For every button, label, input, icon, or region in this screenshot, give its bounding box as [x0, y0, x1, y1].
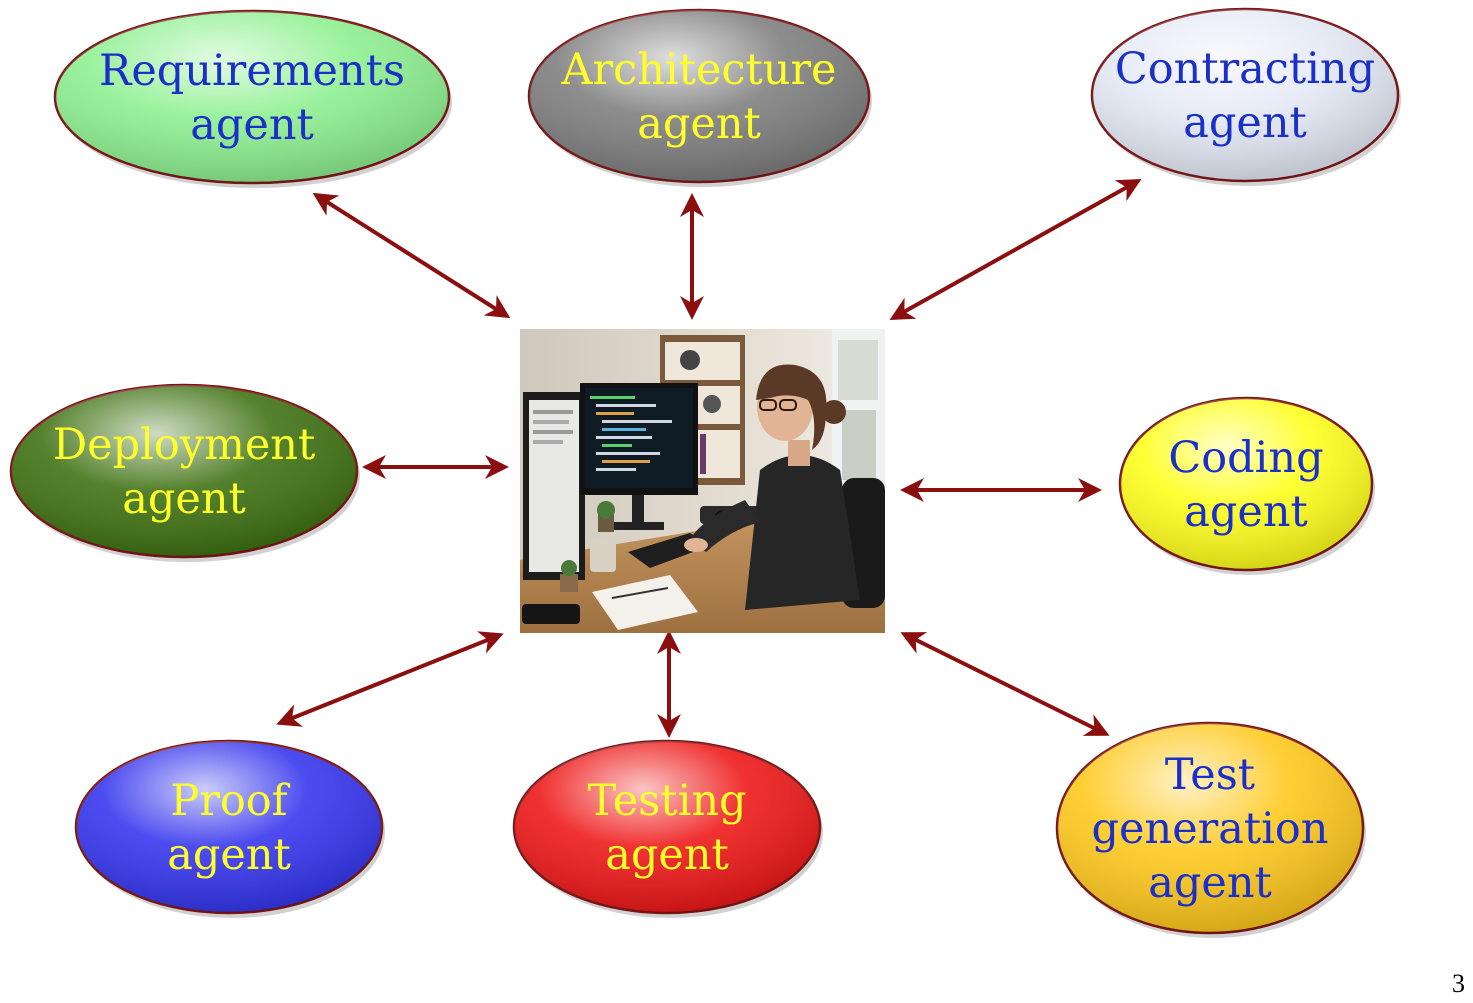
contracting-agent-label-line: Contracting [1115, 44, 1375, 94]
architecture-agent-label-line: agent [637, 99, 761, 149]
coding-agent-label-line: Coding [1168, 433, 1323, 483]
requirements-agent-label-line: Requirements [99, 46, 405, 96]
developer-photo [520, 329, 885, 633]
testing-agent-gloss [514, 741, 820, 913]
contracting-agent-gloss [1092, 9, 1398, 181]
deployment-agent-gloss [11, 385, 357, 557]
proof-agent-gloss [76, 741, 382, 913]
proof-agent-label-line: agent [167, 830, 291, 880]
test-generation-agent-label-line: generation [1092, 804, 1329, 854]
testing-agent-label-line: agent [605, 830, 729, 880]
testing-agent-label-line: Testing [587, 776, 746, 826]
coding-agent-gloss [1120, 398, 1372, 570]
proof-agent-label-line: Proof [170, 776, 290, 826]
arrow-requirements [316, 195, 507, 316]
arrow-test-generation [904, 634, 1106, 734]
architecture-agent-label-line: Architecture [561, 45, 837, 95]
arrow-proof [280, 635, 500, 723]
requirements-agent-label-line: agent [190, 100, 314, 150]
deployment-agent-label-line: Deployment [53, 420, 316, 470]
coding-agent-label-line: agent [1184, 487, 1308, 537]
contracting-agent-label-line: agent [1183, 98, 1307, 148]
page-number: 3 [1452, 969, 1465, 999]
requirements-agent-gloss [55, 11, 449, 183]
arrow-contracting [893, 181, 1138, 318]
deployment-agent-label-line: agent [122, 474, 246, 524]
test-generation-agent-label-line: agent [1148, 858, 1272, 908]
test-generation-agent-label-line: Test [1165, 750, 1255, 800]
architecture-agent-gloss [529, 10, 869, 182]
